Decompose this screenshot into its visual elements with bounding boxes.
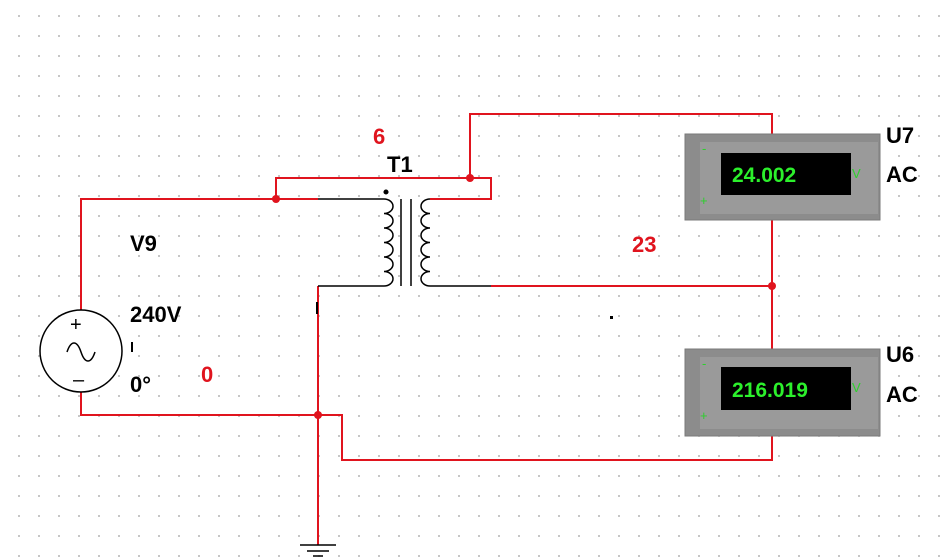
ground-icon xyxy=(300,544,336,557)
wire-to-u6-bottom[interactable] xyxy=(318,414,773,461)
meter-display xyxy=(721,153,851,195)
primary-coil-icon xyxy=(383,198,394,287)
meter-reading: 216.019 xyxy=(732,379,808,402)
ac-source[interactable]: + – xyxy=(39,309,123,393)
wire-source-top[interactable] xyxy=(80,198,318,312)
meter-reading: 24.002 xyxy=(732,164,796,187)
net-label-0: 0 xyxy=(201,362,213,387)
meter-u7-mode: AC xyxy=(886,162,918,187)
net-label-6: 6 xyxy=(373,124,385,149)
meter-u7-name: U7 xyxy=(886,123,914,148)
stray-mark xyxy=(610,316,613,319)
transformer[interactable] xyxy=(383,189,431,287)
plus-sign-icon: + xyxy=(70,314,82,336)
source-voltage-label: 240V xyxy=(130,302,182,327)
junction-dot xyxy=(314,411,322,419)
junctions xyxy=(272,174,776,419)
meter-plus-terminal: + xyxy=(700,408,708,423)
voltmeter-u6[interactable]: 216.019 V - + xyxy=(684,348,881,437)
meter-minus-terminal: - xyxy=(702,356,706,371)
transformer-name-label: T1 xyxy=(387,152,413,177)
junction-dot xyxy=(272,195,280,203)
secondary-coil-icon xyxy=(420,198,431,287)
meter-unit-label: V xyxy=(852,166,861,181)
minus-sign-icon: – xyxy=(73,369,85,391)
polarity-dot-icon xyxy=(383,189,389,195)
wire-to-u7-top[interactable] xyxy=(469,113,773,178)
meter-unit-label: V xyxy=(852,380,861,395)
meter-display xyxy=(721,367,851,410)
source-name-label: V9 xyxy=(130,231,157,256)
voltmeter-u7[interactable]: 24.002 V - + xyxy=(684,133,881,221)
wire-primary-loop[interactable] xyxy=(275,177,492,200)
junction-dot xyxy=(466,174,474,182)
net-label-23: 23 xyxy=(632,232,656,257)
source-phase-label: 0° xyxy=(130,372,151,397)
wire-source-bottom[interactable] xyxy=(80,392,318,416)
stray-mark xyxy=(131,342,133,352)
meter-u6-name: U6 xyxy=(886,342,914,367)
transformer-leads xyxy=(318,198,491,287)
meter-u6-mode: AC xyxy=(886,382,918,407)
meter-plus-terminal: + xyxy=(700,193,708,208)
wires xyxy=(80,113,773,545)
stray-mark xyxy=(316,302,318,314)
meter-minus-terminal: - xyxy=(702,141,706,156)
sine-wave-icon xyxy=(66,342,96,362)
junction-dot xyxy=(768,282,776,290)
